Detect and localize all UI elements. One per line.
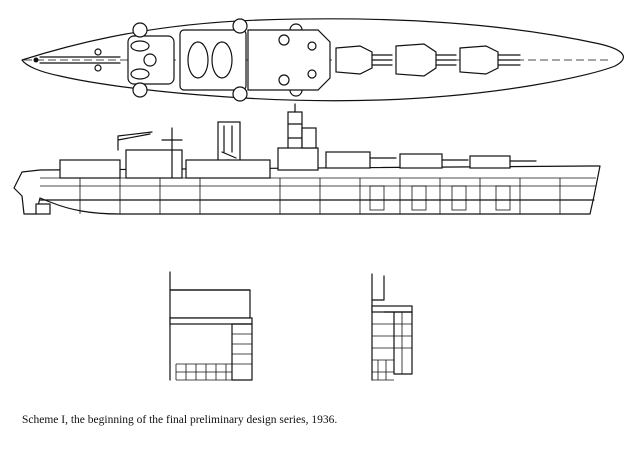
plan-secondary-turret [232, 86, 248, 102]
plan-main-turret-b [395, 43, 457, 77]
profile-view [13, 103, 601, 215]
section-detail-left [169, 271, 253, 381]
plan-bridge-fitting [278, 74, 290, 86]
plan-secondary-turret [132, 82, 148, 98]
profile-crane [117, 131, 153, 151]
plan-main-turret-a [335, 45, 393, 75]
profile-bridge-tower [277, 103, 319, 171]
profile-compartments [79, 178, 561, 214]
profile-rudder [35, 203, 51, 215]
plan-capstan-2 [94, 64, 102, 72]
profile-boat-deck [185, 159, 271, 179]
plan-bridge-fitting [307, 69, 317, 79]
plan-secondary-turret [132, 22, 148, 38]
profile-aft-deckhouse [59, 159, 121, 179]
plan-capstan [94, 48, 102, 56]
plan-bridge-fitting [307, 41, 317, 51]
profile-main-turret-c [469, 155, 511, 169]
plan-aft-mast [143, 53, 157, 67]
plan-funnel [187, 41, 209, 79]
plan-secondary-turret [232, 18, 248, 34]
profile-main-turret-b [399, 153, 443, 169]
figure-caption: Scheme I, the beginning of the final pre… [22, 414, 338, 426]
plan-view [21, 18, 625, 102]
plan-funnel-2 [211, 41, 233, 79]
bow-anchor-icon [33, 57, 39, 63]
profile-hull [13, 165, 601, 215]
plan-boat-2 [130, 68, 150, 80]
plan-boat [130, 40, 150, 52]
plan-bridge-fitting [278, 34, 290, 46]
plan-main-turret-c [459, 45, 521, 75]
profile-main-turret-a [325, 151, 371, 169]
section-detail-right [371, 273, 413, 381]
profile-aft-superstructure [125, 149, 183, 179]
